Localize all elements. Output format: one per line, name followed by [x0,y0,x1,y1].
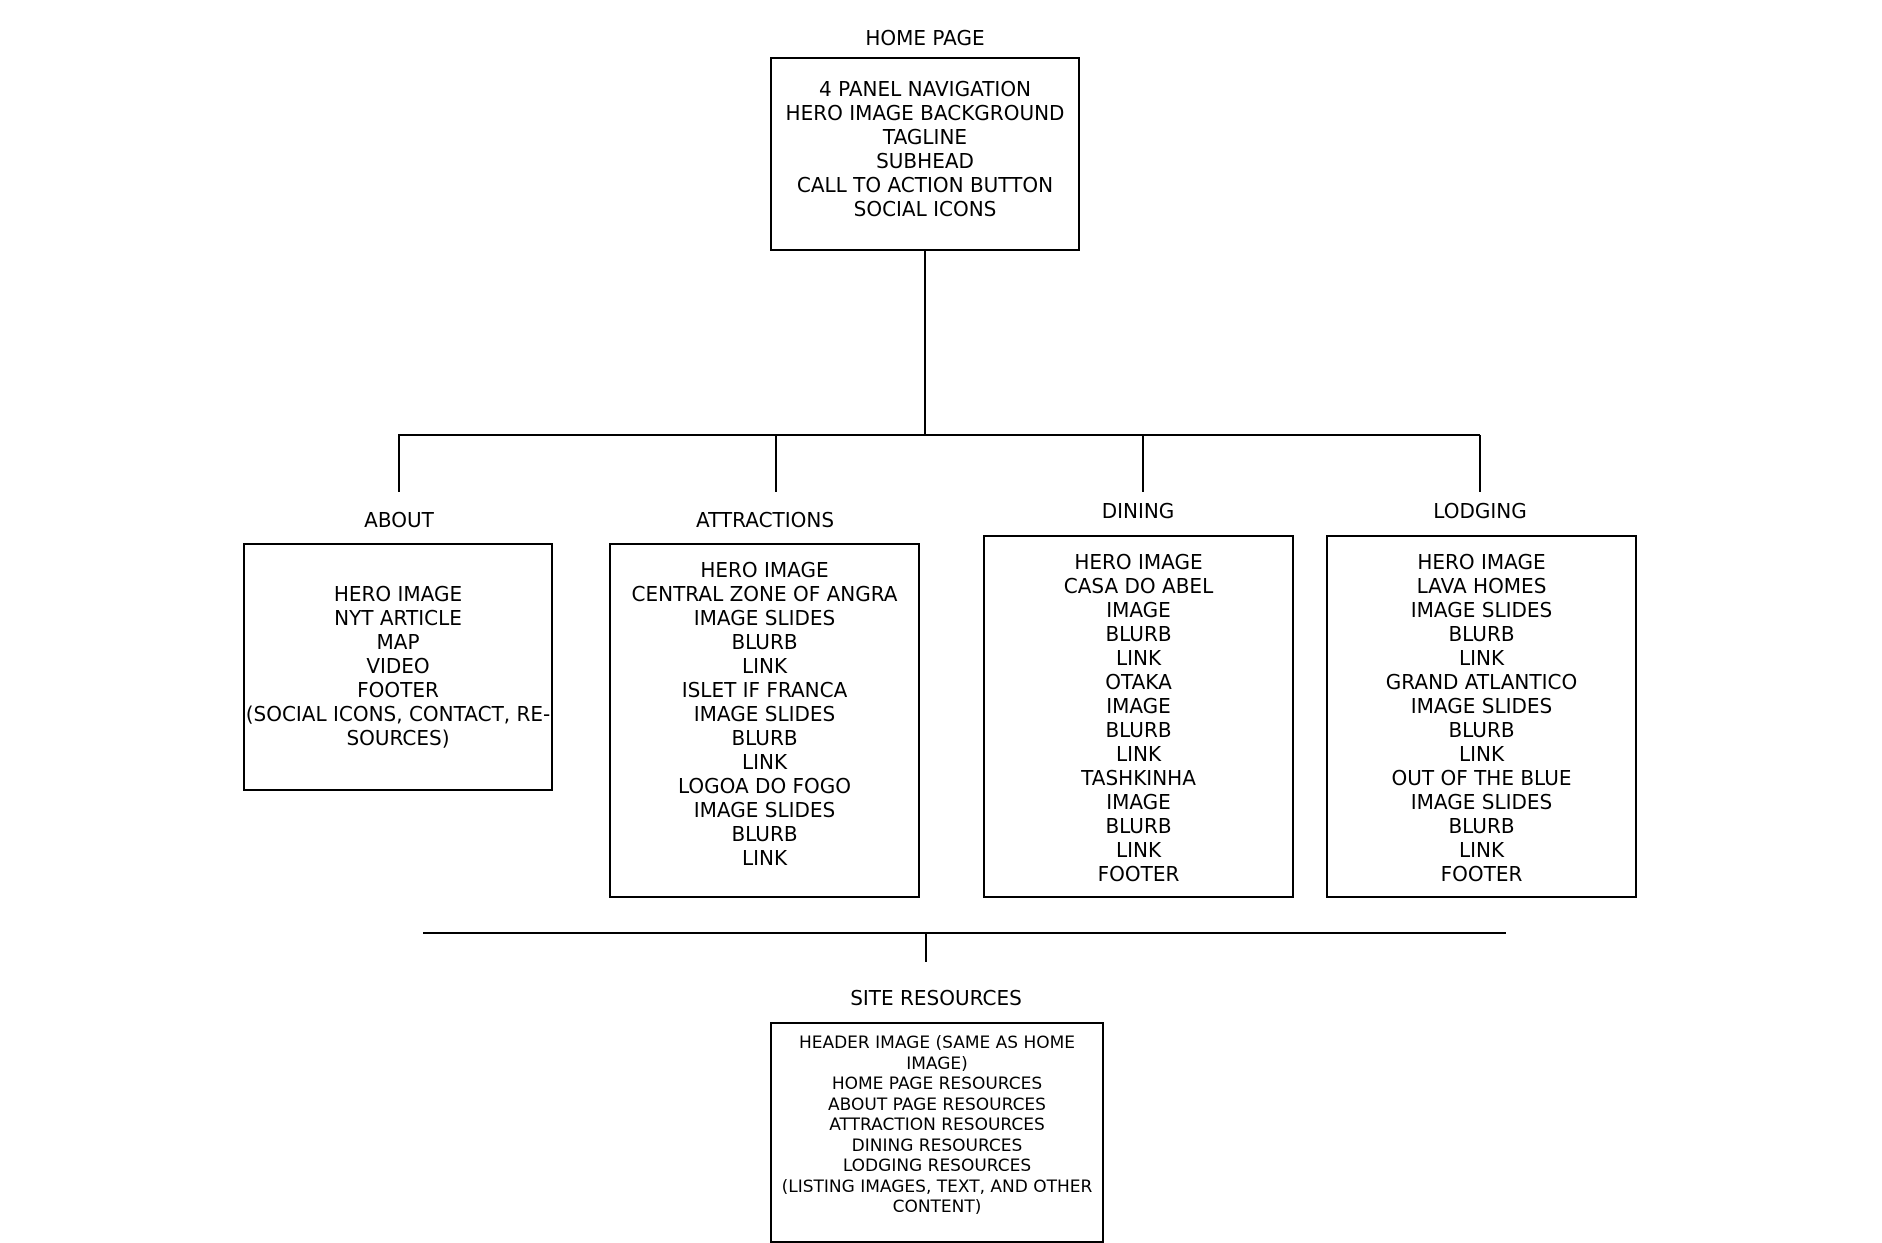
home-page-title: HOME PAGE [865,26,985,50]
box-item: HEADER IMAGE (SAME AS HOME [798,1033,1076,1053]
box-item: OTAKA [1105,670,1172,694]
box-item: (SOCIAL ICONS, CONTACT, RE- [245,702,551,726]
box-item: BLURB [1105,622,1172,646]
lodging-title: LODGING [1433,499,1527,523]
box-item: SOCIAL ICONS [853,197,997,221]
box-item: SUBHEAD [876,149,974,173]
box-item: NYT ARTICLE [334,606,462,630]
box-item: IMAGE [1106,790,1171,814]
box-item: ABOUT PAGE RESOURCES [828,1094,1046,1115]
attractions-title: ATTRACTIONS [695,508,835,532]
box-item: VIDEO [366,654,430,678]
box-item: LINK [1458,742,1505,766]
box-item: DINING RESOURCES [851,1135,1023,1156]
box-item: LAVA HOMES [1416,574,1547,598]
box-item: CASA DO ABEL [1063,574,1214,598]
box-item: HERO IMAGE [700,558,829,582]
box-item: HERO IMAGE [1074,550,1203,574]
about-title: ABOUT [364,508,434,532]
box-item: IMAGE SLIDES [1410,694,1553,718]
box-item: FOOTER [1097,862,1180,886]
box-item: LODGING RESOURCES [842,1156,1032,1176]
box-item: GRAND ATLANTICO [1385,670,1578,694]
box-item: IMAGE [1106,694,1171,718]
dining-title: DINING [1101,499,1175,523]
box-item: IMAGE [1106,598,1171,622]
box-item: ATTRACTION RESOURCES [829,1115,1045,1135]
box-item: OUT OF THE BLUE [1391,766,1572,790]
box-item: BLURB [1448,814,1515,838]
box-item: IMAGE SLIDES [693,798,836,822]
box-item: LINK [741,750,788,774]
box-item: BLURB [731,822,798,846]
box-item: LINK [1115,646,1162,670]
box-item: HERO IMAGE [333,582,463,606]
box-item: (LISTING IMAGES, TEXT, AND OTHER [781,1176,1093,1197]
box-item: IMAGE SLIDES [1410,790,1553,814]
box-item: CALL TO ACTION BUTTON [796,173,1054,197]
box-item: SOURCES) [346,726,450,750]
box-item: BLURB [1448,622,1515,646]
box-item: LINK [1115,742,1162,766]
box-item: IMAGE SLIDES [1410,598,1553,622]
box-item: LINK [1458,646,1505,670]
box-item: 4 PANEL NAVIGATION [818,77,1032,101]
box-item: BLURB [1105,814,1172,838]
box-item: FOOTER [357,678,439,702]
box-item: BLURB [1105,718,1172,742]
box-item: LINK [1458,838,1505,862]
box-item: IMAGE SLIDES [693,606,836,630]
box-item: HERO IMAGE [1417,550,1546,574]
site-resources-title: SITE RESOURCES [850,986,1022,1010]
box-item: BLURB [1448,718,1515,742]
box-item: CENTRAL ZONE OF ANGRA [631,582,898,606]
box-item: LINK [1115,838,1162,862]
box-item: ISLET IF FRANCA [681,678,848,702]
box-item: BLURB [731,630,798,654]
box-item: CONTENT) [892,1197,982,1217]
box-item: LOGOA DO FOGO [677,774,852,798]
box-item: MAP [376,630,420,654]
box-item: TASHKINHA [1081,766,1196,790]
box-item: HERO IMAGE BACKGROUND [785,101,1065,125]
box-item: HOME PAGE RESOURCES [831,1074,1043,1094]
box-item: IMAGE SLIDES [693,702,836,726]
box-item: BLURB [731,726,798,750]
box-item: IMAGE) [906,1053,968,1074]
box-item: LINK [741,846,788,870]
box-item: FOOTER [1440,862,1523,886]
box-item: TAGLINE [882,125,968,149]
box-item: LINK [741,654,788,678]
